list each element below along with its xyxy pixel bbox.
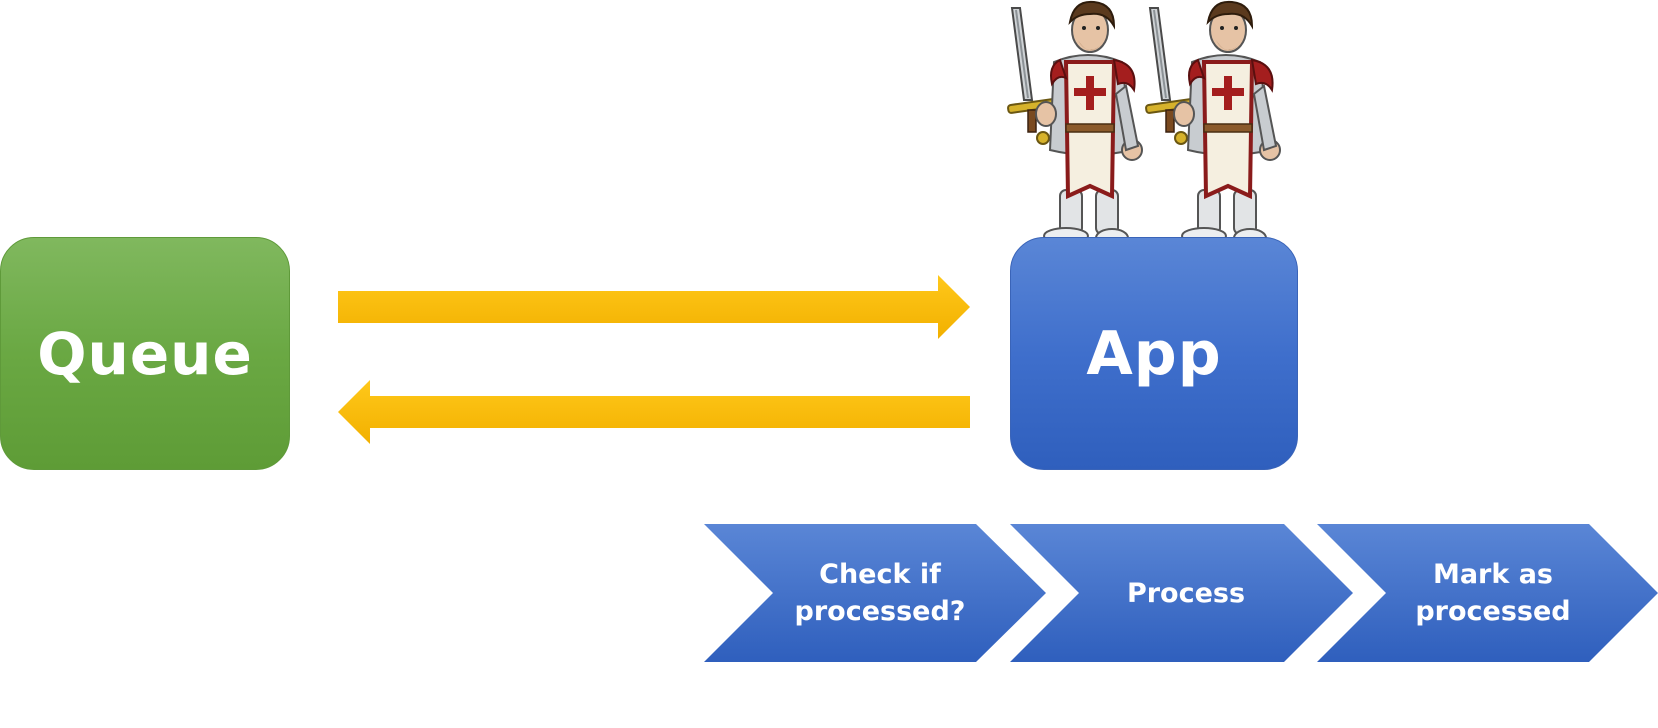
- app-label: App: [1086, 318, 1222, 389]
- queue-label: Queue: [37, 319, 253, 388]
- step-label-mark: Mark as processed: [1383, 524, 1603, 662]
- app-node: App: [1010, 237, 1298, 470]
- queue-node: Queue: [0, 237, 290, 470]
- step-chevron-1: [704, 524, 1046, 662]
- step-label-check: Check if processed?: [770, 524, 990, 662]
- crusader-knight-icon: [1145, 0, 1281, 248]
- step-text-2: Process: [1126, 577, 1246, 609]
- step-chevron-3: [1317, 524, 1658, 662]
- step-text-3: Mark as processed: [1415, 559, 1571, 627]
- arrow-app-to-queue: [338, 380, 970, 444]
- arrow-queue-to-app: [338, 275, 970, 339]
- crusader-knight-icon: [1007, 0, 1143, 248]
- step-chevron-2: [1010, 524, 1353, 662]
- step-label-process: Process: [1076, 524, 1296, 662]
- step-text-1: Check if processed?: [794, 559, 966, 627]
